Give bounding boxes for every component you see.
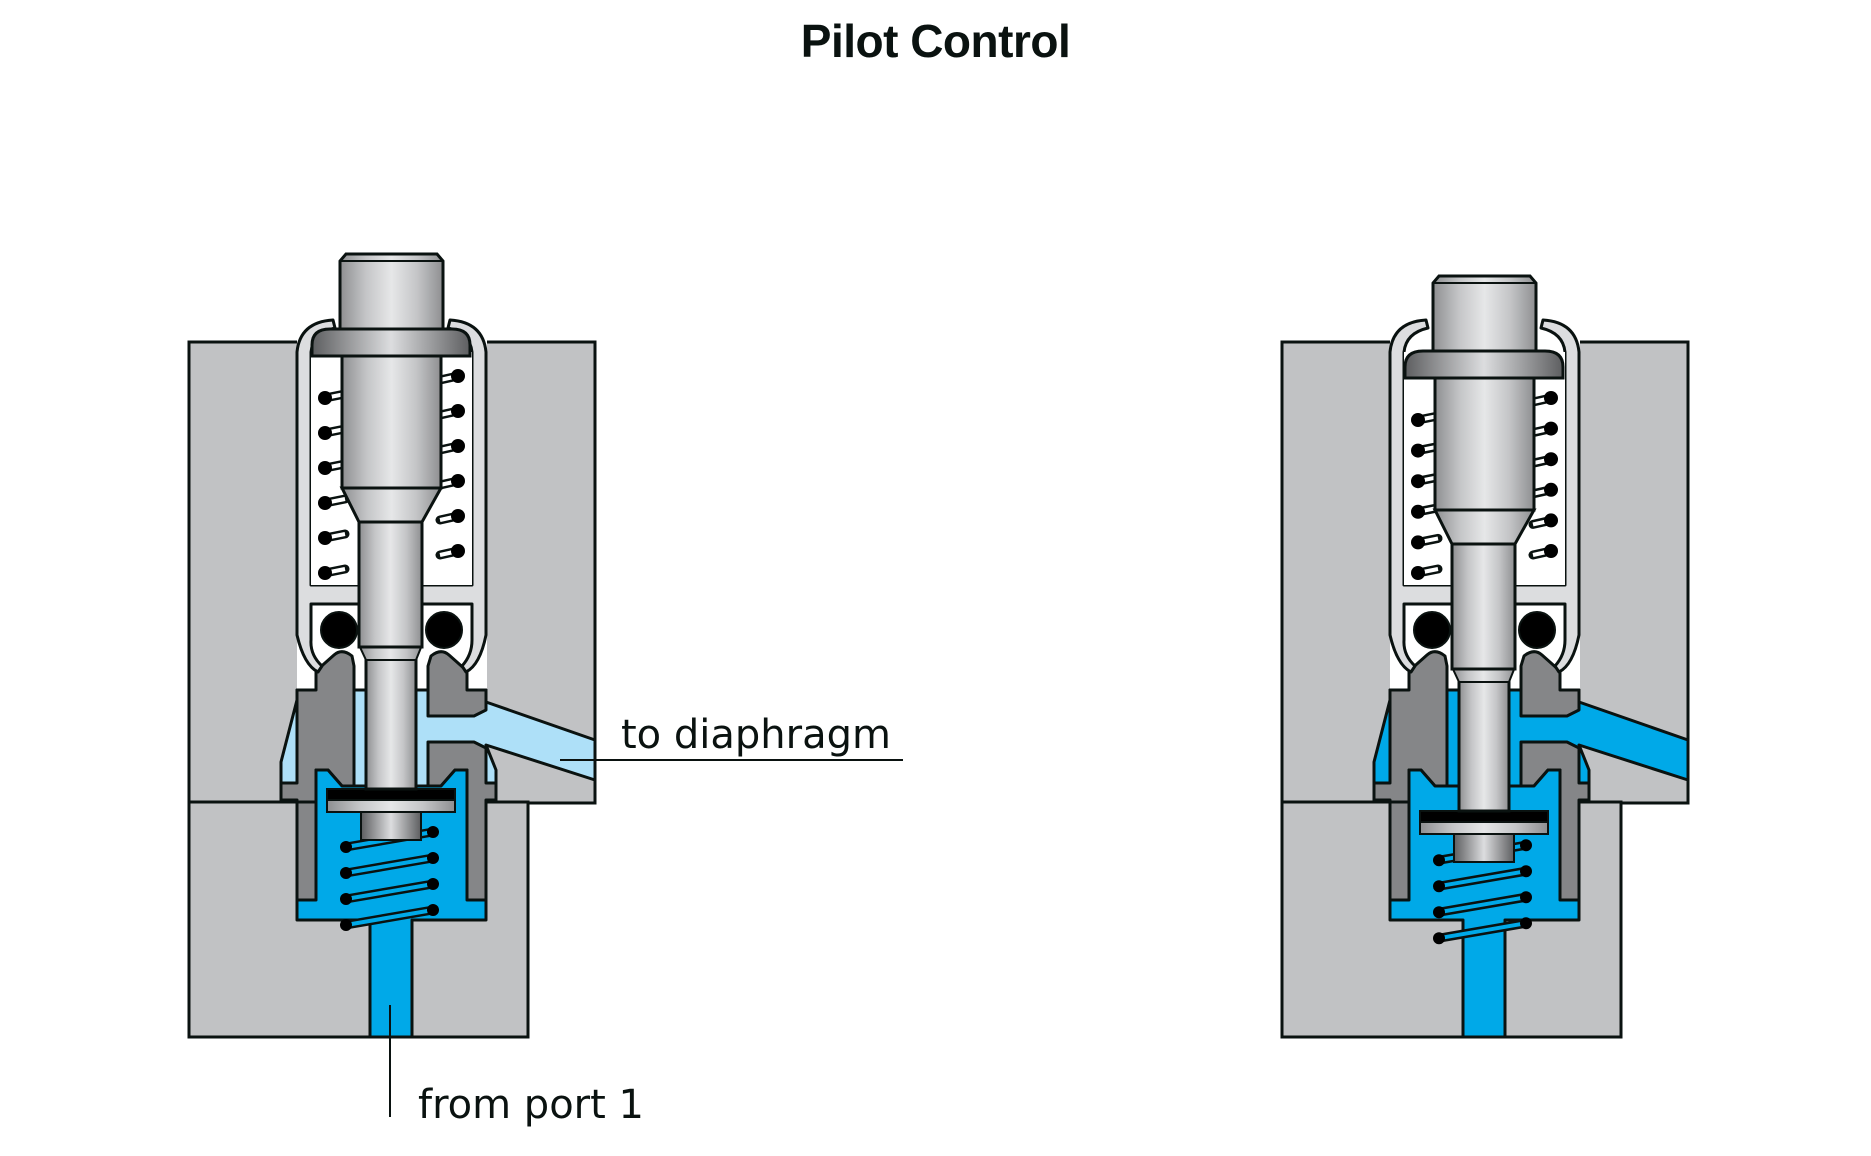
upper-spring-coil — [1411, 391, 1558, 427]
spring-wire-end — [1433, 854, 1445, 867]
spring-wire-end — [1544, 391, 1558, 405]
spring-wire — [1437, 869, 1528, 889]
plunger-stem-lower — [364, 655, 418, 791]
spring-wire-end — [1520, 891, 1532, 904]
o-ring-left — [1413, 611, 1451, 649]
upper-spring-coil — [318, 544, 465, 580]
diagram-title: Pilot Control — [800, 15, 1071, 67]
spring-wire-end — [1520, 917, 1532, 930]
spring-wire-end — [1411, 413, 1425, 427]
insert-left — [279, 650, 356, 804]
spring-wire-end — [451, 509, 465, 523]
spring-wire — [344, 882, 435, 901]
insert-right-upper — [1519, 650, 1581, 718]
spring-wire-end — [1411, 474, 1425, 489]
spring-wire — [344, 856, 435, 875]
spring-wire-end — [340, 893, 352, 905]
spring-wire-end — [318, 496, 332, 510]
spring-wire-end — [1433, 880, 1445, 893]
spring-wire-end — [1411, 535, 1425, 550]
valve-open — [1280, 274, 1690, 1039]
valve-closed — [187, 252, 597, 1039]
spring-wire-end — [451, 404, 465, 418]
lower-spring-coil — [340, 852, 439, 879]
plunger-stem-middle — [357, 520, 424, 649]
plunger-stem-lower — [1457, 677, 1511, 813]
upper-spring-coil — [1411, 513, 1558, 550]
upper-spring-coil — [1411, 452, 1558, 489]
spring-wire-end — [451, 544, 465, 558]
o-ring-left — [320, 611, 358, 649]
spring-wire-end — [1544, 513, 1558, 528]
spring-wire-end — [340, 919, 352, 931]
valve-disc — [326, 799, 456, 813]
spring-wire-end — [318, 566, 332, 580]
spring-wire-end — [451, 439, 465, 453]
plunger-collar — [310, 327, 472, 358]
spring-wire-end — [1544, 452, 1558, 467]
o-ring-right — [1518, 611, 1556, 649]
spring-wire — [1437, 921, 1528, 941]
spring-wire-end — [1520, 865, 1532, 878]
insert-left-lower — [1388, 800, 1411, 902]
spring-wire — [344, 908, 435, 927]
spring-wire-end — [427, 904, 439, 916]
spring-wire-end — [1520, 839, 1532, 852]
spring-wire-end — [318, 426, 332, 440]
spring-wire-end — [318, 461, 332, 475]
lower-spring-coil — [1433, 917, 1532, 945]
spring-wire-end — [1411, 566, 1425, 580]
spring-wire-end — [1433, 932, 1445, 945]
lower-spring-coil — [1433, 865, 1532, 893]
valve-disc-hub — [1453, 833, 1515, 863]
valve-seal — [326, 788, 456, 801]
spring-wire-end — [451, 369, 465, 383]
plunger-stem-middle — [1450, 542, 1517, 671]
spring-wire-end — [340, 841, 352, 853]
spring-wire-end — [318, 531, 332, 545]
spring-wire-end — [451, 474, 465, 488]
insert-left-lower — [295, 800, 318, 902]
o-ring-right — [425, 611, 463, 649]
plunger-head — [1431, 274, 1538, 353]
plunger-taper — [339, 486, 444, 524]
plunger-upper — [1433, 376, 1536, 512]
upper-spring-coil — [1411, 544, 1558, 580]
spring-wire-end — [1411, 443, 1425, 458]
plunger-collar — [1403, 349, 1565, 380]
lower-spring-coil — [1433, 891, 1532, 919]
insert-left — [1372, 650, 1449, 804]
spring-wire-end — [1544, 482, 1558, 497]
valve-disc — [1419, 821, 1549, 835]
lower-spring-coil — [340, 904, 439, 931]
insert-right-upper — [426, 650, 488, 718]
spring-wire-end — [427, 878, 439, 890]
spring-wire-end — [1544, 544, 1558, 558]
plunger-taper — [1432, 508, 1537, 546]
plunger-upper — [340, 354, 443, 490]
plunger-head — [338, 252, 445, 331]
spring-wire-end — [340, 867, 352, 879]
label-to-diaphragm: to diaphragm — [621, 712, 891, 758]
upper-spring-coil — [318, 509, 465, 545]
spring-wire-end — [427, 852, 439, 864]
upper-spring-coil — [318, 474, 465, 510]
spring-wire-end — [1433, 906, 1445, 919]
spring-wire-end — [318, 391, 332, 405]
label-from-port: from port 1 — [418, 1082, 644, 1128]
valve-disc-hub — [360, 811, 422, 841]
lower-spring-coil — [340, 878, 439, 905]
spring-wire-end — [1411, 504, 1425, 519]
spring-wire-end — [1544, 421, 1558, 436]
spring-wire-end — [427, 826, 439, 838]
spring-wire — [1437, 895, 1528, 915]
valve-seal — [1419, 810, 1549, 823]
